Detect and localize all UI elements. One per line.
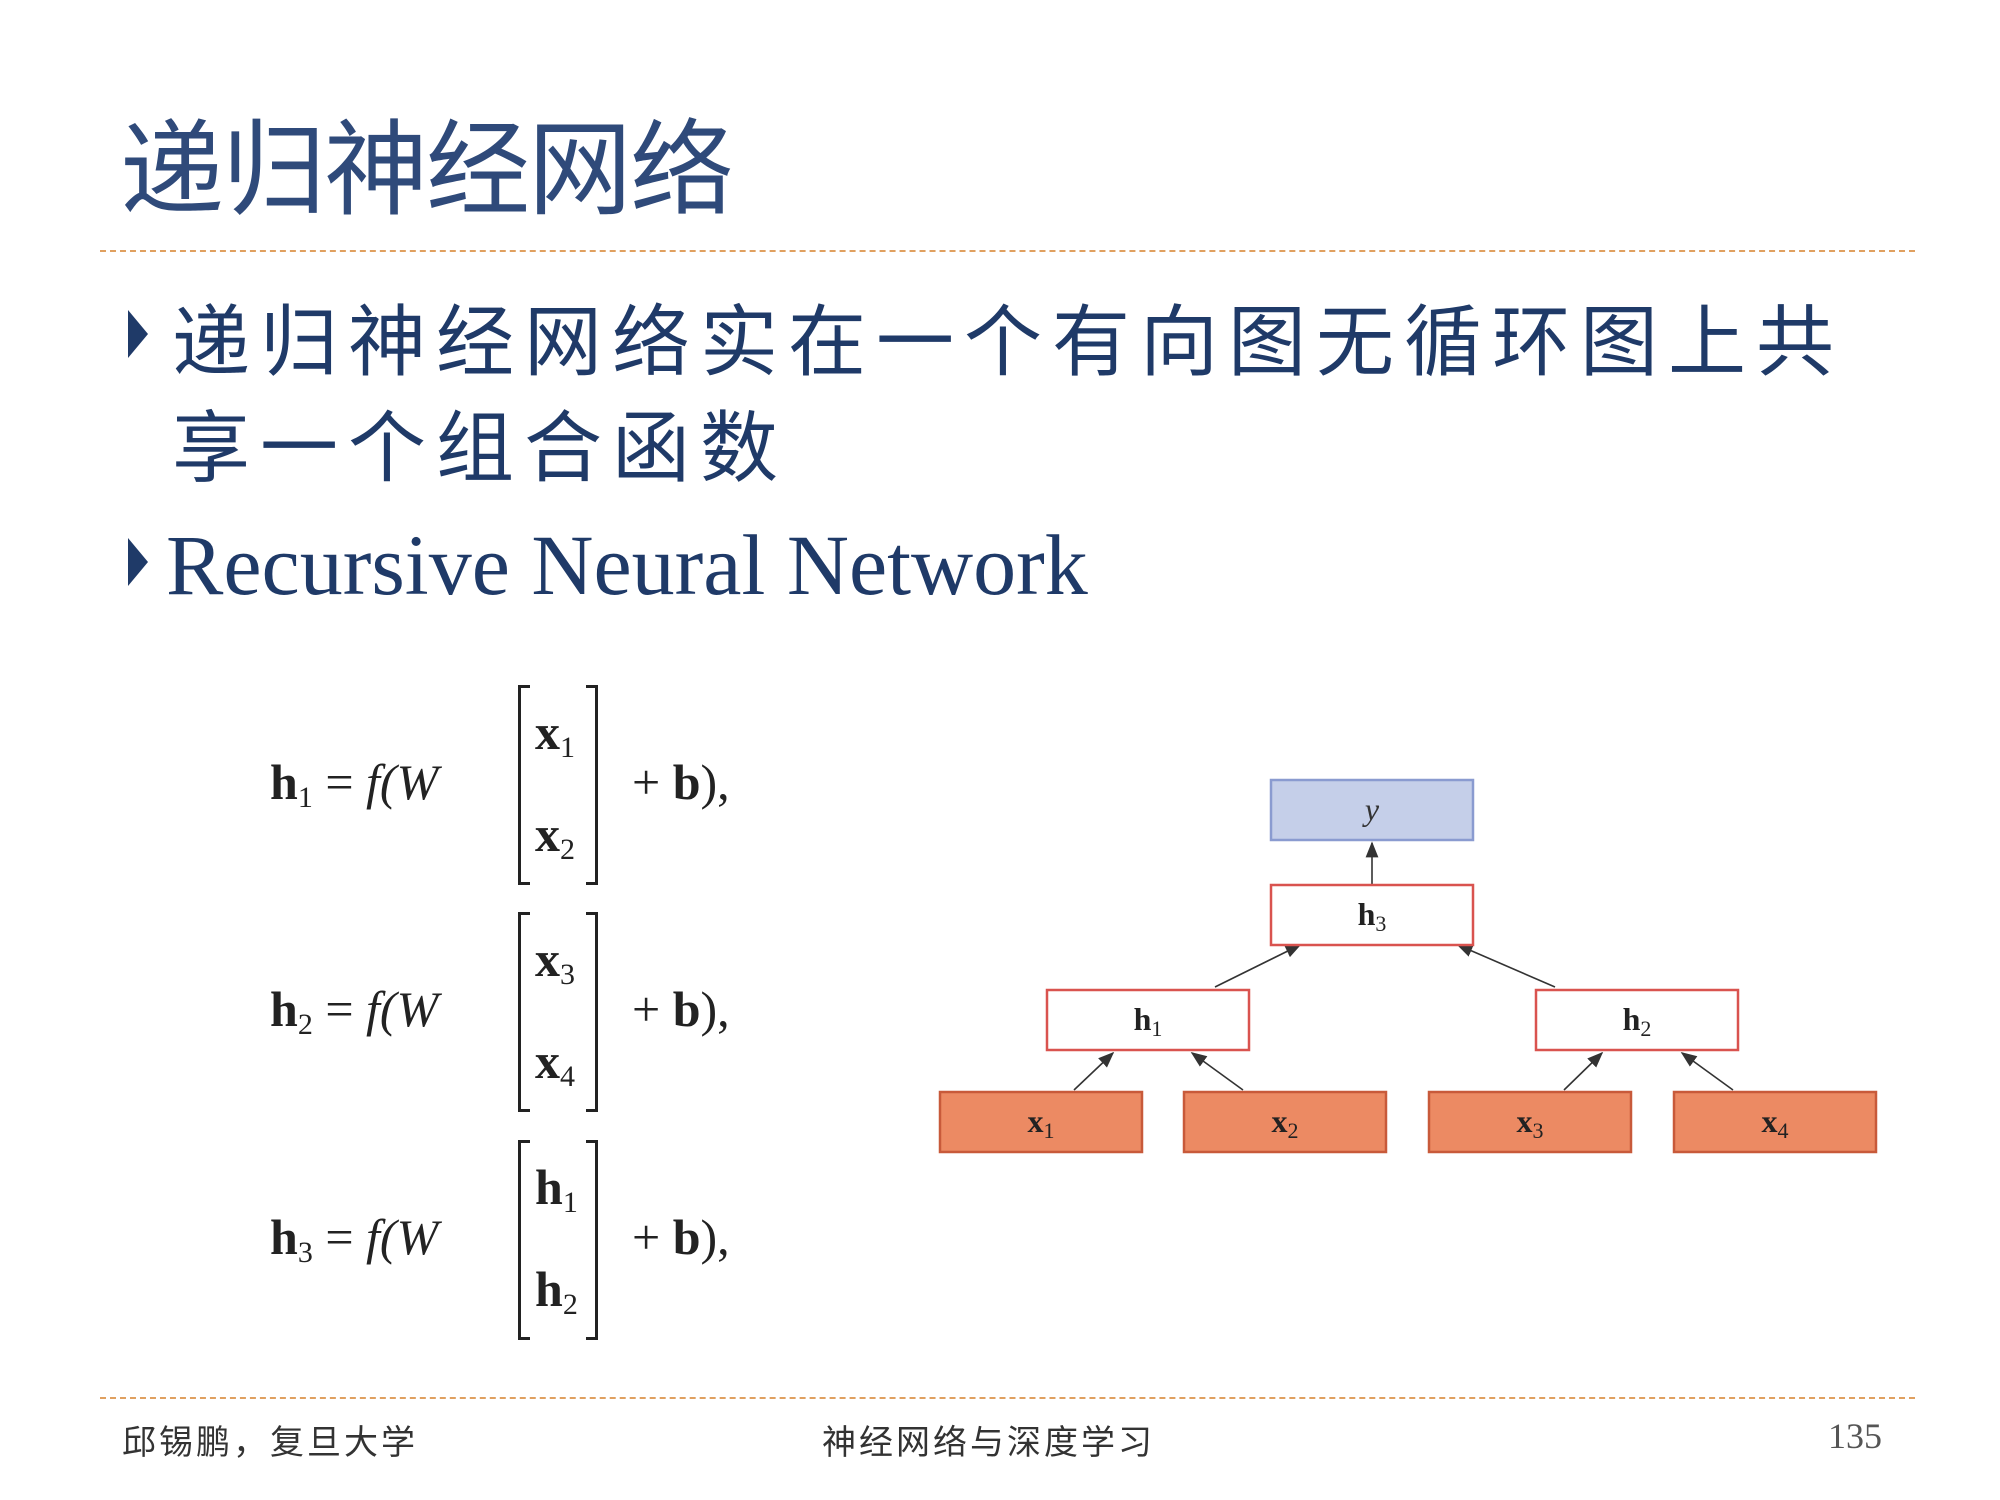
equation-rhs: + b),: [632, 981, 730, 1037]
footer-course-title: 神经网络与深度学习: [822, 1423, 1155, 1463]
recursive-tree-diagram: y h3 h1 h2 x1 x2 x3 x4: [938, 778, 1878, 1154]
svg-text:x3: x3: [1517, 1103, 1544, 1143]
svg-text:x2: x2: [1272, 1103, 1299, 1143]
footer-divider: [100, 1397, 1915, 1399]
node-x1: x1: [938, 1090, 1144, 1154]
title-divider: [100, 250, 1915, 252]
svg-text:h1: h1: [1134, 1001, 1163, 1041]
bullet-text-2: Recursive Neural Network: [166, 517, 1088, 613]
matrix-bracket: [518, 685, 598, 885]
svg-text:x4: x4: [1762, 1103, 1789, 1143]
vector-top: h1: [535, 1159, 578, 1219]
node-output-y: y: [1269, 778, 1475, 842]
page-number: 135: [1828, 1416, 1882, 1456]
svg-text:y: y: [1362, 791, 1380, 827]
svg-text:x1: x1: [1028, 1103, 1055, 1143]
bullet-text-1: 递归神经网络实在一个有向图无循环图上共享一个组合函数: [172, 298, 1845, 494]
svg-text:h3: h3: [1358, 896, 1387, 936]
edge-x2-to-h1: [1190, 1052, 1244, 1091]
vector-bottom: x2: [535, 806, 575, 866]
node-x2: x2: [1182, 1090, 1388, 1154]
node-x3: x3: [1427, 1090, 1633, 1154]
edge-x1-to-h1: [1073, 1051, 1115, 1091]
edge-h2-to-h3: [1456, 944, 1556, 988]
equation-lhs: h1 = f(W: [270, 754, 439, 814]
equation-h1: h1 = f(W x1 x2 + b),: [270, 685, 790, 895]
node-h1: h1: [1045, 988, 1251, 1052]
node-h2: h2: [1534, 988, 1740, 1052]
node-x4: x4: [1672, 1090, 1878, 1154]
vector-top: x3: [535, 931, 575, 991]
footer-author: 邱锡鹏，复旦大学: [122, 1423, 418, 1463]
vector-bottom: x4: [535, 1033, 575, 1093]
vector-bottom: h2: [535, 1261, 578, 1321]
equation-h3: h3 = f(W h1 h2 + b),: [270, 1140, 790, 1350]
svg-text:h2: h2: [1623, 1001, 1652, 1041]
equation-lhs: h2 = f(W: [270, 981, 439, 1041]
matrix-bracket: [518, 1140, 598, 1340]
slide-title: 递归神经网络: [120, 109, 734, 231]
edge-x3-to-h2: [1563, 1051, 1604, 1091]
node-h3: h3: [1269, 883, 1475, 947]
equation-rhs: + b),: [632, 754, 730, 810]
edge-h1-to-h3: [1214, 944, 1302, 988]
vector-top: x1: [535, 704, 575, 764]
edge-x4-to-h2: [1680, 1052, 1734, 1091]
bullet-triangle-icon: [128, 538, 148, 586]
equation-h2: h2 = f(W x3 x4 + b),: [270, 912, 790, 1122]
matrix-bracket: [518, 912, 598, 1112]
equation-lhs: h3 = f(W: [270, 1209, 439, 1269]
equation-rhs: + b),: [632, 1209, 730, 1265]
bullet-triangle-icon: [128, 310, 148, 358]
